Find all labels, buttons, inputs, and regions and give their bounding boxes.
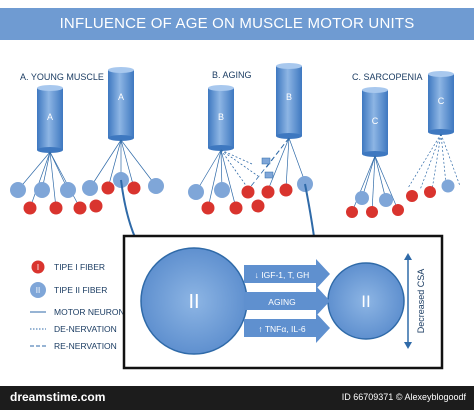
csa-arrow-up [404,253,412,260]
motor-neuron-b1: B [208,85,234,151]
type1-fiber [201,201,215,215]
legend-type1-label: TIPE I FIBER [54,262,105,272]
factor3-label: ↑ TNFα, IL-6 [258,324,306,334]
diagram-canvas: A. YOUNG MUSCLE B. AGING C. SARCOPENIA A… [10,63,461,370]
factor3-arrow [244,313,330,343]
type1-fiber [366,206,378,218]
legend-renervation-label: RE-NERVATION [54,341,117,351]
motor-neuron-a1: A [37,85,63,153]
panel-label-sarcopenia: C. SARCOPENIA [352,72,423,82]
type1-fiber [241,185,255,199]
neuron-letter-b2: B [286,92,292,102]
legend-type2-label: TIPE II FIBER [54,285,107,295]
neuron-letter-c1: C [372,116,379,126]
type2-fiber [60,182,76,198]
type2-fiber [10,182,26,198]
neuron-letter-a1: A [47,112,53,122]
type1-fiber [279,183,293,197]
aging-label: AGING [268,297,295,307]
csa-arrow-down [404,342,412,349]
type1-fiber [89,199,103,213]
panel-label-aging: B. AGING [212,70,252,80]
footer-brand: dreamstime.com [10,390,106,404]
denervation-lines-c [407,133,461,191]
denervated-fiber [264,171,274,179]
type1-fiber [424,186,436,198]
factor1-arrow [244,259,330,289]
factor1-label: ↓ IGF-1, T, GH [255,270,310,280]
motor-neuron-c1: C [362,87,388,157]
type1-fiber [346,206,358,218]
type1-fiber [392,204,404,216]
large-fiber-label: II [188,291,199,313]
footer-id: ID 66709371 [341,392,394,402]
neuron-letter-b1: B [218,112,224,122]
legend-type1-swatch [31,260,45,274]
nerve-lines-c [351,155,399,213]
type2-fiber [379,193,393,207]
legend-neuron-label: MOTOR NEURON [54,307,125,317]
type1-fiber [127,181,141,195]
type1-fiber [73,201,87,215]
panel-label-young: A. YOUNG MUSCLE [20,72,104,82]
type2-fiber [214,182,230,198]
type2-fiber [188,184,204,200]
legend-type1-glyph: I [37,263,39,272]
neuron-letter-c2: C [438,96,445,106]
csa-label: Decreased CSA [416,269,426,334]
type1-fiber [23,201,37,215]
type2-fiber [34,182,50,198]
type1-fiber [229,201,243,215]
type2-fiber [148,178,164,194]
motor-neuron-a2: A [108,67,134,141]
fibers-b [188,157,313,215]
legend: I TIPE I FIBER II TIPE II FIBER MOTOR NE… [30,260,125,351]
type1-fiber [261,185,275,199]
denervated-fiber [261,157,271,165]
type2-fiber [355,191,369,205]
legend-type2-glyph: II [36,286,40,295]
type2-fiber [82,180,98,196]
fibers-c [346,179,455,218]
inset-box: II II ↓ IGF-1, T, GH AGING ↑ TNFα, IL-6 … [122,234,444,370]
type1-fiber [251,199,265,213]
page-title: INFLUENCE OF AGE ON MUSCLE MOTOR UNITS [59,15,415,32]
fibers-a [10,172,164,215]
motor-neuron-c2: C [428,71,454,135]
aging-arrow [244,286,330,316]
footer-bar: dreamstime.com ID 66709371 © Alexeyblogo… [0,386,474,410]
type2-fiber [441,179,455,193]
nerve-lines-b [195,137,306,209]
type1-fiber [101,181,115,195]
small-fiber-label: II [361,292,370,311]
type1-fiber [406,190,418,202]
neuron-letter-a2: A [118,92,124,102]
motor-neuron-b2: B [276,63,302,139]
type1-fiber [49,201,63,215]
footer-info: ID 66709371 © Alexeyblogoodf [342,392,466,402]
title-band [0,8,474,40]
legend-denervation-label: DE-NERVATION [54,324,117,334]
legend-type2-swatch [30,282,46,298]
footer-author: © Alexeyblogoodf [395,392,466,402]
